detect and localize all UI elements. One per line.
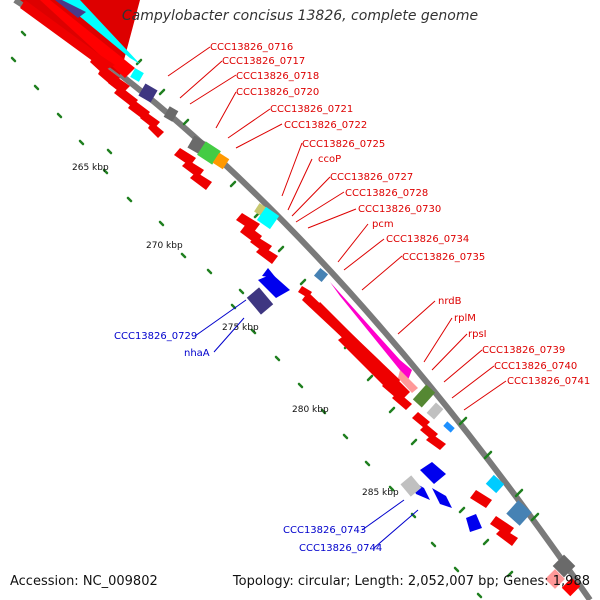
gene-label[interactable]: CCC13826_0740 xyxy=(494,361,577,372)
gene-label[interactable]: CCC13826_0730 xyxy=(358,204,441,215)
gene-label[interactable]: CCC13826_0727 xyxy=(330,172,413,183)
map-title: Campylobacter concisus 13826, complete g… xyxy=(121,8,479,24)
gene-label[interactable]: CCC13826_0734 xyxy=(386,234,469,245)
gene-label[interactable]: CCC13826_0741 xyxy=(507,376,590,387)
gene-label[interactable]: CCC13826_0735 xyxy=(402,252,485,263)
topology-label: Topology: circular; Length: 2,052,007 bp… xyxy=(232,574,590,589)
red-arrow-features xyxy=(20,0,518,546)
reverse-features xyxy=(246,268,482,532)
accession-label: Accession: NC_009802 xyxy=(10,574,158,589)
kbp-label-275: 275 kbp xyxy=(222,323,259,333)
gene-label[interactable]: ccoP xyxy=(318,154,341,165)
gene-label[interactable]: CCC13826_0744 xyxy=(299,543,382,554)
callout-lines-red xyxy=(167,46,507,411)
gene-label[interactable]: nrdB xyxy=(438,296,462,307)
gene-label[interactable]: CCC13826_0722 xyxy=(284,120,367,131)
kbp-label-270: 270 kbp xyxy=(146,241,183,251)
gene-label[interactable]: CCC13826_0725 xyxy=(302,139,385,150)
gene-label[interactable]: CCC13826_0716 xyxy=(210,42,293,53)
gene-label[interactable]: CCC13826_0739 xyxy=(482,345,565,356)
tick-track-inner xyxy=(10,30,483,599)
gene-label[interactable]: CCC13826_0728 xyxy=(345,188,428,199)
gene-label[interactable]: CCC13826_0729 xyxy=(114,331,197,342)
gene-label[interactable]: CCC13826_0717 xyxy=(222,56,305,67)
gene-label[interactable]: pcm xyxy=(372,219,394,230)
gene-label[interactable]: CCC13826_0718 xyxy=(236,71,319,82)
kbp-label-285: 285 kbp xyxy=(362,488,399,498)
kbp-label-280: 280 kbp xyxy=(292,405,329,415)
gene-label[interactable]: CCC13826_0743 xyxy=(283,525,366,536)
gene-label[interactable]: rpsI xyxy=(468,329,487,340)
callout-lines-blue xyxy=(194,299,419,549)
gene-label[interactable]: CCC13826_0720 xyxy=(236,87,319,98)
kbp-label-265: 265 kbp xyxy=(72,163,109,173)
gene-label[interactable]: CCC13826_0721 xyxy=(270,104,353,115)
gene-label[interactable]: nhaA xyxy=(184,348,210,359)
gene-label[interactable]: rplM xyxy=(454,313,476,324)
